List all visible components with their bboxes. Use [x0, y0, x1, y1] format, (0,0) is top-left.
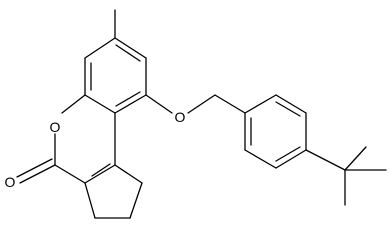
carbonyl-oxygen-label: O	[5, 174, 16, 190]
double-bond-inner	[275, 146, 301, 162]
bond	[114, 94, 147, 114]
cyclopentane-ring	[84, 164, 143, 219]
aromatic-ring-b	[244, 94, 307, 169]
bond	[114, 37, 147, 59]
bond	[54, 164, 86, 184]
benzyl-bond	[214, 94, 246, 114]
molecule-structure-diagram: O O O	[5, 9, 387, 219]
bond	[344, 146, 367, 171]
double-bond-inner	[91, 163, 111, 177]
ether-oxygen-label: O	[175, 109, 186, 125]
bond	[61, 94, 86, 114]
carbonyl-bond	[19, 164, 56, 184]
carbonyl-bond-second	[16, 158, 53, 178]
bond	[244, 149, 277, 169]
bond	[305, 149, 346, 171]
bond	[275, 94, 307, 114]
bond	[84, 164, 116, 184]
double-bond-inner	[275, 101, 301, 117]
double-bond-inner	[115, 91, 141, 107]
bond	[275, 149, 307, 169]
bond	[114, 164, 143, 184]
bond	[84, 94, 116, 114]
bond	[129, 182, 143, 219]
ring-oxygen-label: O	[50, 119, 61, 135]
ether-bond	[145, 94, 173, 114]
tert-butyl-group	[305, 146, 387, 206]
aromatic-ring-a	[84, 37, 147, 114]
bond	[84, 182, 96, 219]
bond	[84, 37, 116, 59]
bond	[244, 94, 277, 114]
ether-bond	[187, 94, 216, 114]
double-bond-inner	[115, 44, 141, 62]
lactone-ring	[54, 94, 116, 184]
